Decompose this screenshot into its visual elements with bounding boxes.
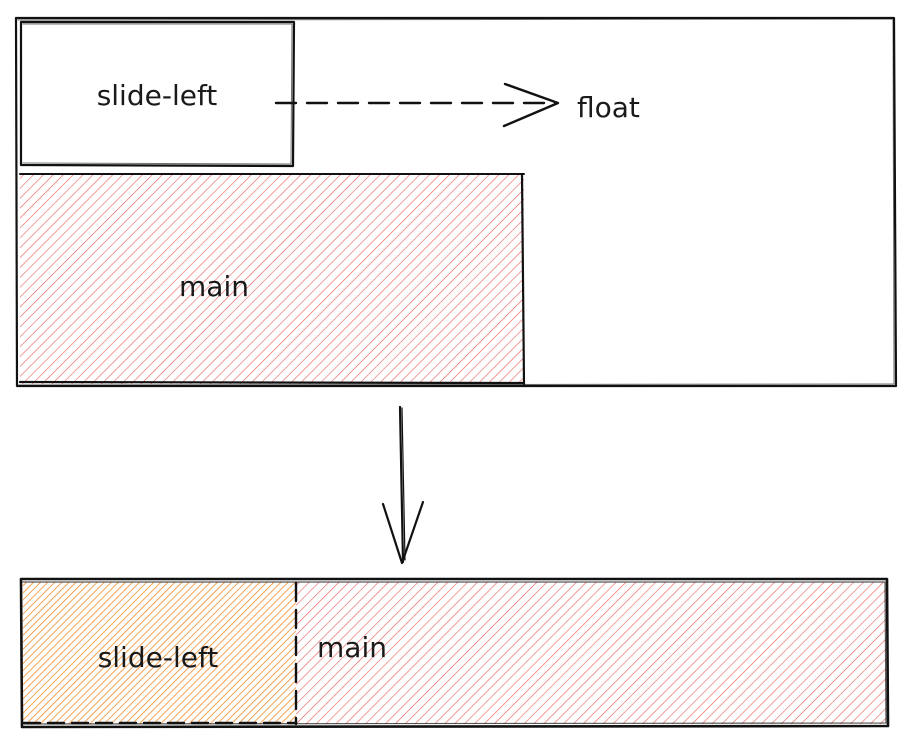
bottom-container — [19, 577, 890, 729]
bottom-main-label: main — [317, 631, 387, 664]
bottom-slide-left-area — [23, 582, 296, 724]
float-arrow — [274, 82, 560, 128]
top-main-box: main — [18, 172, 526, 386]
top-container — [14, 16, 898, 388]
bottom-slide-left-label: slide-left — [98, 641, 219, 674]
float-label: float — [577, 91, 640, 124]
down-arrow — [381, 405, 425, 565]
bottom-main-area — [296, 582, 886, 724]
top-slide-left-label: slide-left — [97, 79, 218, 112]
top-main-label: main — [179, 270, 249, 303]
top-slide-left-box: slide-left — [19, 20, 296, 168]
